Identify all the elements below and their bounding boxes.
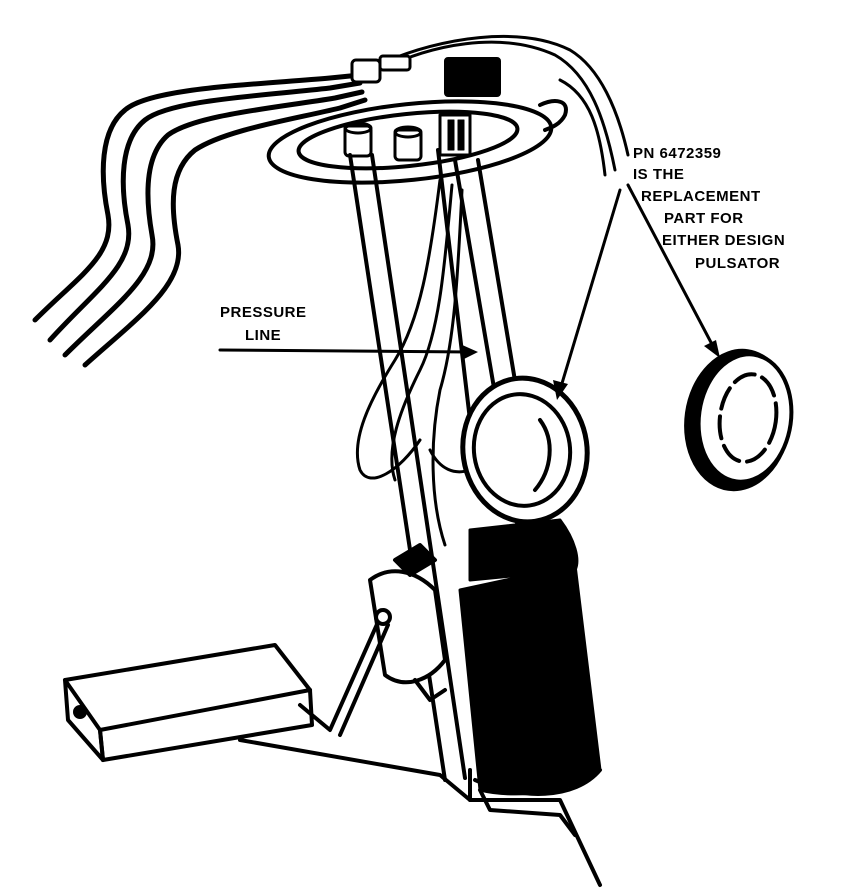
pulsator-replacement — [684, 348, 794, 492]
pressure-line-label-2: LINE — [245, 327, 282, 344]
sender-wires — [355, 178, 472, 547]
arrow-to-pulsator — [558, 188, 622, 392]
bracket-plate — [238, 738, 602, 887]
callout-line-3: REPLACEMENT — [641, 188, 761, 205]
float — [63, 643, 314, 762]
line-connector — [350, 54, 412, 84]
callout-line-6: PULSATOR — [695, 255, 781, 272]
sending-unit — [368, 543, 447, 702]
upper-wires — [378, 35, 630, 177]
pressure-line-label-1: PRESSURE — [220, 304, 307, 321]
callout-line-1: PN 6472359 — [633, 145, 722, 162]
fuel-lines — [32, 72, 368, 368]
arrow-heads — [460, 340, 720, 400]
wiring-connector — [438, 57, 501, 157]
callout-line-5: EITHER DESIGN — [662, 232, 786, 249]
pulsator-installed — [460, 375, 590, 525]
flange-ports — [343, 121, 423, 162]
callout-arrows — [218, 183, 717, 392]
arrow-to-replacement — [626, 183, 717, 352]
callout-line-4: PART FOR — [664, 210, 744, 227]
fuel-pump — [458, 518, 602, 796]
callout-line-2: IS THE — [633, 166, 685, 183]
pressure-line-arrow — [218, 348, 472, 354]
